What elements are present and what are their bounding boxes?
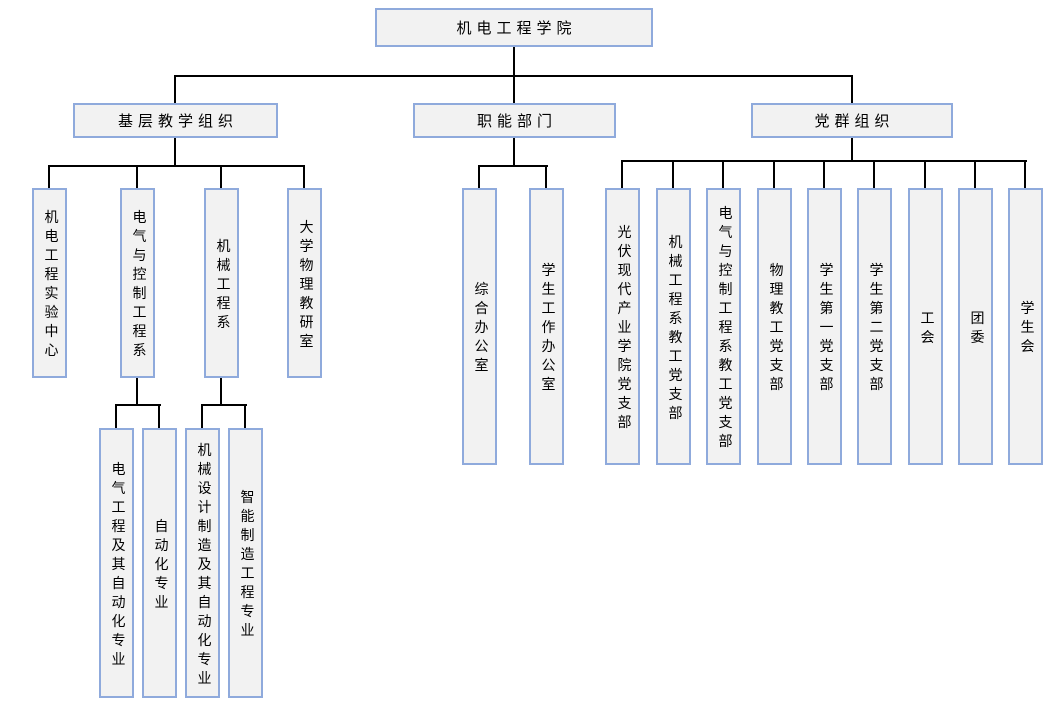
org-node: 学生第一党支部 [807,188,842,465]
org-node: 电气与控制工程系教工党支部 [706,188,741,465]
connector-line [174,138,176,167]
org-node: 机械设计制造及其自动化专业 [185,428,220,698]
org-node: 团委 [958,188,993,465]
group-node-label: 职能部门 [476,114,557,130]
group-node-functional: 职能部门 [413,103,616,138]
connector-line [48,165,50,188]
org-node-label: 机电工程实验中心 [42,209,58,362]
org-node: 物理教工党支部 [757,188,792,465]
org-node-label: 机械工程系教工党支部 [666,234,682,424]
org-node-label: 学生工作办公室 [539,262,555,396]
connector-line [115,404,161,406]
connector-line [115,404,117,428]
org-node-label: 机械设计制造及其自动化专业 [195,442,211,689]
connector-line [220,165,222,188]
connector-line [513,75,515,103]
org-node-label: 电气工程及其自动化专业 [109,461,125,670]
root-node: 机电工程学院 [375,8,653,47]
group-node-label: 基层教学组织 [117,114,238,130]
connector-line [513,47,515,76]
org-node: 学生第二党支部 [857,188,892,465]
connector-line [773,160,775,188]
org-node-label: 综合办公室 [472,281,488,377]
org-node-label: 学生第二党支部 [867,262,883,396]
group-node-label: 党群组织 [814,114,895,130]
org-node-label: 大学物理教研室 [297,219,313,352]
connector-line [174,75,176,103]
org-node-label: 机械工程系 [214,238,230,333]
connector-line [513,138,515,167]
org-node-label: 团委 [968,310,984,348]
group-node-teaching: 基层教学组织 [73,103,278,138]
connector-line [823,160,825,188]
org-node-label: 智能制造工程专业 [238,489,254,642]
group-node-party: 党群组织 [751,103,953,138]
org-node-label: 物理教工党支部 [767,262,783,396]
org-node: 综合办公室 [462,188,497,465]
org-node-label: 自动化专业 [152,518,168,613]
org-node: 电气工程及其自动化专业 [99,428,134,698]
org-node-label: 电气与控制工程系 [130,209,146,362]
org-node: 大学物理教研室 [287,188,322,378]
org-node-label: 学生会 [1018,300,1034,358]
org-node-label: 光伏现代产业学院党支部 [615,224,631,434]
connector-line [478,165,548,167]
connector-line [136,378,138,406]
org-node: 机械工程系教工党支部 [656,188,691,465]
connector-line [851,138,853,162]
connector-line [136,165,138,188]
connector-line [851,75,853,103]
org-node-label: 工会 [918,310,934,348]
connector-line [220,378,222,406]
org-node: 智能制造工程专业 [228,428,263,698]
connector-line [201,404,203,428]
org-node: 学生会 [1008,188,1043,465]
connector-line [545,165,547,188]
connector-line [478,165,480,188]
org-node: 自动化专业 [142,428,177,698]
org-node: 光伏现代产业学院党支部 [605,188,640,465]
org-node: 机械工程系 [204,188,239,378]
connector-line [244,404,246,428]
connector-line [621,160,623,188]
connector-line [48,165,305,167]
org-node: 电气与控制工程系 [120,188,155,378]
connector-line [924,160,926,188]
connector-line [303,165,305,188]
connector-line [722,160,724,188]
org-node-label: 学生第一党支部 [817,262,833,396]
connector-line [201,404,247,406]
org-node: 学生工作办公室 [529,188,564,465]
connector-line [873,160,875,188]
connector-line [1024,160,1026,188]
org-node-label: 电气与控制工程系教工党支部 [716,205,732,453]
connector-line [974,160,976,188]
root-node-label: 机电工程学院 [456,21,577,37]
org-node: 机电工程实验中心 [32,188,67,378]
connector-line [672,160,674,188]
org-node: 工会 [908,188,943,465]
connector-line [158,404,160,428]
